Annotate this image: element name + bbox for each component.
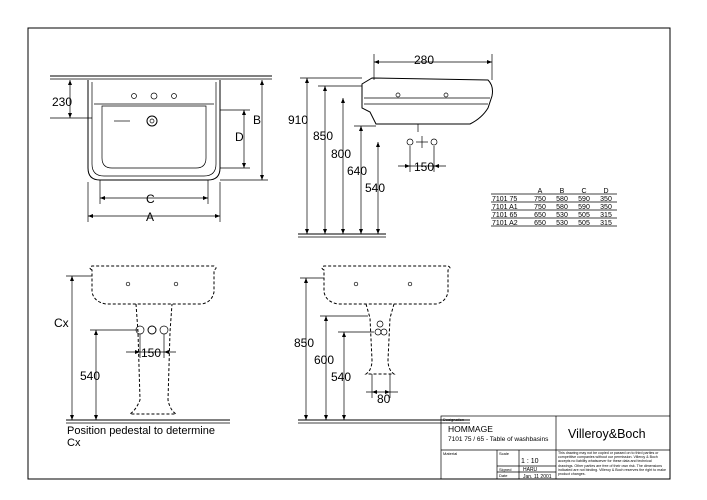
table-header-cell: A xyxy=(538,188,543,195)
note-line-1: Position pedestal to determine xyxy=(67,425,215,437)
table-cell: 750 xyxy=(534,204,546,211)
waste-pipe-icon xyxy=(147,325,157,335)
dim-280-label: 280 xyxy=(414,53,434,67)
signed-value: HARU xyxy=(523,467,538,473)
side-pedestal-view: 850 600 540 80 xyxy=(294,265,470,424)
dim-600-label: 600 xyxy=(314,353,334,367)
dimension-table: A B C D 7101 75 750 580 590 350 7101 A1 750 580 590 3… xyxy=(491,188,617,227)
supply-pipe-icon xyxy=(159,325,169,335)
dim-540-label: 540 xyxy=(331,370,351,384)
scale-label: Scale xyxy=(499,451,510,456)
dim-230-label: 230 xyxy=(52,95,72,109)
table-cell: 350 xyxy=(600,204,612,211)
dim-d-label: D xyxy=(235,130,244,144)
table-cell: 580 xyxy=(556,196,568,203)
dim-910-label: 910 xyxy=(288,113,308,127)
table-cell: 750 xyxy=(534,196,546,203)
drawing-frame xyxy=(27,27,671,480)
table-cell: 590 xyxy=(578,204,590,211)
front-pedestal-view: Cx 540 150 Position pedestal to determin… xyxy=(54,265,230,449)
product-desc: 7101 75 / 65 - Table of washbasins xyxy=(448,436,549,443)
basin-side-outline xyxy=(361,77,493,125)
disclaimer-text: This drawing may not be copied or passed… xyxy=(558,451,667,477)
drain-icon-inner xyxy=(149,118,155,124)
tap-hole-icon xyxy=(395,92,401,98)
dim-640-label: 640 xyxy=(347,164,367,178)
table-cell: 650 xyxy=(534,220,546,227)
table-cell: 590 xyxy=(578,196,590,203)
side-view: 280 910 850 800 640 540 150 xyxy=(288,53,493,238)
scale-value: 1 : 10 xyxy=(521,458,539,465)
pedestal-outline xyxy=(364,303,396,375)
dim-cx-label: Cx xyxy=(54,316,69,330)
basin-bowl xyxy=(101,105,207,169)
supply-pipe-icon xyxy=(430,138,438,146)
table-header-cell: B xyxy=(560,188,565,195)
top-view: 230 D B C A xyxy=(50,75,272,224)
tap-hole-icon xyxy=(131,93,137,99)
supply-pipe-icon xyxy=(380,328,388,336)
table-cell: 530 xyxy=(556,220,568,227)
table-cell: 505 xyxy=(578,212,590,219)
table-cell: 505 xyxy=(578,220,590,227)
note-line-2: Cx xyxy=(67,437,81,449)
material-label: Material xyxy=(443,451,457,456)
product-name: HOMMAGE xyxy=(448,424,493,434)
table-cell: 315 xyxy=(600,212,612,219)
designation-label: Designation xyxy=(443,417,464,422)
table-header-cell: C xyxy=(581,188,586,195)
dim-80-label: 80 xyxy=(377,392,391,406)
table-row-model: 7101 A2 xyxy=(492,220,518,227)
supply-pipe-icon xyxy=(374,328,382,336)
table-header-cell: D xyxy=(603,188,608,195)
table-row-model: 7101 75 xyxy=(492,196,517,203)
basin-front-outline xyxy=(89,265,217,305)
table-cell: 350 xyxy=(600,196,612,203)
table-cell: 530 xyxy=(556,212,568,219)
basin-rim xyxy=(91,82,217,177)
supply-pipe-icon xyxy=(376,320,384,328)
pedestal-outline xyxy=(128,303,178,415)
dim-540-label: 540 xyxy=(80,369,100,383)
dim-540-label: 540 xyxy=(365,181,385,195)
table-cell: 315 xyxy=(600,220,612,227)
basin-side-outline xyxy=(321,265,451,305)
dim-150-label: 150 xyxy=(414,160,434,174)
title-block: Designation HOMMAGE 7101 75 / 65 - Table… xyxy=(440,415,671,480)
dim-850-label: 850 xyxy=(313,129,333,143)
table-cell: 580 xyxy=(556,204,568,211)
dim-b-label: B xyxy=(253,113,261,127)
date-value: Jan. 11 2001 xyxy=(523,474,552,480)
dim-150-label: 150 xyxy=(141,346,161,360)
table-cell: 650 xyxy=(534,212,546,219)
dim-800-label: 800 xyxy=(331,147,351,161)
table-row-model: 7101 A1 xyxy=(492,204,518,211)
supply-pipe-icon xyxy=(406,138,414,146)
signed-label: Signed xyxy=(499,467,511,472)
brand-logo: Villeroy&Boch xyxy=(568,427,646,441)
table-row-model: 7101 65 xyxy=(492,212,517,219)
drain-icon xyxy=(146,115,158,127)
date-label: Date xyxy=(499,473,508,478)
dim-850-label: 850 xyxy=(294,336,314,350)
dim-c-label: C xyxy=(146,192,155,206)
tap-hole-icon xyxy=(171,93,177,99)
dim-a-label: A xyxy=(146,210,154,224)
basin-outline xyxy=(87,80,221,181)
tap-hole-icon xyxy=(443,92,449,98)
tap-hole-icon xyxy=(150,92,158,100)
